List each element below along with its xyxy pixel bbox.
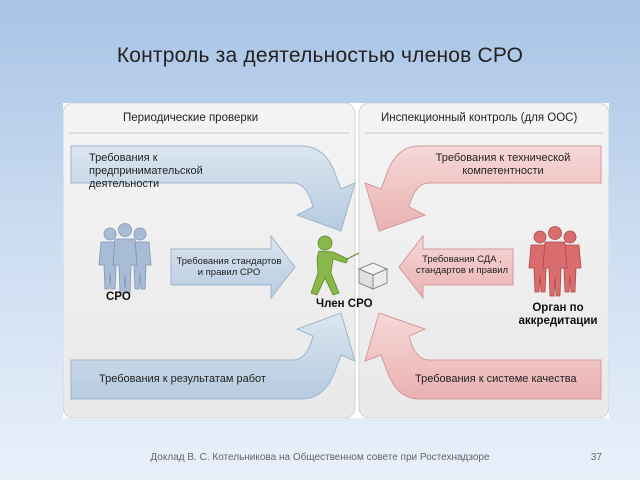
arrow-mid-right-label: Требования СДА , стандартов и правил (415, 254, 509, 276)
sro-people-icon (98, 223, 152, 294)
arrow-bottom-right (364, 312, 602, 400)
sro-label: СРО (106, 291, 131, 303)
arrow-bottom-left-label: Требования к результатам работ (99, 373, 266, 385)
arrow-top-right-label: Требования к технической компетентности (435, 152, 571, 177)
arrow-bottom-left (70, 312, 356, 400)
arrow-top-left (70, 145, 356, 232)
page-number: 37 (590, 452, 602, 463)
arrow-bottom-right-label: Требования к системе качества (415, 373, 577, 385)
accreditation-people-icon (528, 226, 582, 297)
arrow-mid-left (170, 234, 296, 300)
right-header: Инспекционный контроль (для ООС) (381, 112, 578, 124)
arrow-top-left-label: Требования к предпринимательской деятель… (89, 152, 203, 190)
left-header: Периодические проверки (123, 112, 259, 124)
member-label: Член СРО (316, 298, 373, 310)
footer-text: Доклад В. С. Котельникова на Общественно… (150, 452, 490, 463)
arrow-mid-left-label: Требования стандартов и правил СРО (176, 256, 282, 278)
diagram: Периодические проверки Инспекционный кон… (63, 103, 609, 418)
arrow-top-right (364, 145, 602, 232)
member-figure-icon (310, 235, 389, 296)
accreditation-label: Орган по аккредитации (518, 302, 598, 327)
diagram-graphics (63, 103, 609, 418)
slide-title: Контроль за деятельностью членов СРО (116, 44, 524, 67)
arrow-mid-right (398, 234, 514, 300)
